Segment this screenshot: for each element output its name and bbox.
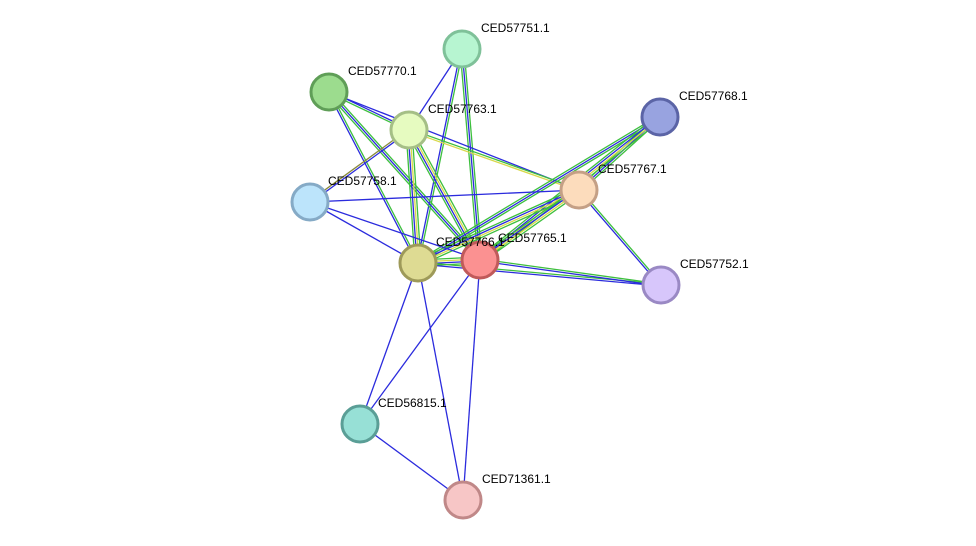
- node-label-ced71361-1: CED71361.1: [482, 472, 551, 486]
- edge-ced57770-1-ced57765-1: [327, 90, 482, 262]
- node-label-ced57763-1: CED57763.1: [428, 102, 497, 116]
- node-label-ced57758-1: CED57758.1: [328, 174, 397, 188]
- node-label-ced57770-1: CED57770.1: [348, 64, 417, 78]
- edge-line-yellow: [480, 190, 580, 262]
- node-label-ced57751-1: CED57751.1: [481, 21, 550, 35]
- edge-ced57763-1-ced57758-1: [309, 128, 410, 204]
- edge-line-green: [409, 128, 580, 190]
- edge-ced57758-1-ced57765-1: [309, 201, 481, 261]
- node-ced71361-1[interactable]: [443, 480, 483, 520]
- edge-ced57758-1-ced57766-1: [309, 201, 419, 264]
- edges-layer: [309, 48, 663, 501]
- edge-ced57765-1-ced56815-1: [359, 259, 481, 425]
- edge-line-green: [418, 49, 464, 264]
- node-ced57758-1[interactable]: [290, 182, 330, 222]
- node-ced57766-1[interactable]: [398, 243, 438, 283]
- edge-line-blue: [407, 130, 418, 264]
- node-ced57751-1[interactable]: [442, 29, 482, 69]
- edge-line-olive: [309, 128, 409, 202]
- edge-line-green: [481, 191, 582, 263]
- edge-line-blue: [462, 259, 481, 501]
- edge-line-yellow: [409, 129, 482, 260]
- node-ced56815-1[interactable]: [340, 404, 380, 444]
- edge-line-blue: [359, 423, 464, 501]
- edge-line-green: [416, 114, 660, 262]
- node-label-ced57767-1: CED57767.1: [598, 162, 667, 176]
- node-label-ced57752-1: CED57752.1: [680, 257, 749, 271]
- node-ced57767-1[interactable]: [559, 170, 599, 210]
- nodes-layer: [290, 29, 681, 520]
- edge-ced57767-1-ced57758-1: [309, 189, 580, 203]
- edge-line-yellow: [418, 190, 580, 265]
- node-ced57763-1[interactable]: [389, 110, 429, 150]
- node-ced57768-1[interactable]: [640, 97, 680, 137]
- edge-line-blue: [417, 263, 661, 287]
- edge-line-green: [477, 187, 578, 259]
- edge-line-green: [579, 188, 663, 285]
- edge-ced57766-1-ced71361-1: [417, 262, 464, 501]
- edge-ced57767-1-ced57752-1: [577, 188, 663, 287]
- edge-ced57766-1-ced57752-1: [417, 261, 662, 287]
- edge-line-blue: [310, 130, 410, 204]
- edge-line-green: [418, 192, 581, 267]
- edge-line-blue: [309, 189, 580, 203]
- edge-line-green: [411, 129, 422, 263]
- edge-line-green: [459, 49, 479, 261]
- edge-line-green: [411, 128, 484, 259]
- edge-line-green: [405, 130, 416, 264]
- node-ced57770-1[interactable]: [309, 72, 349, 112]
- edge-line-blue: [328, 91, 481, 261]
- edge-line-blue: [417, 262, 464, 501]
- node-label-ced57768-1: CED57768.1: [679, 89, 748, 103]
- edge-line-blue: [359, 262, 419, 425]
- node-label-ced57766-1: CED57766.1: [436, 235, 505, 249]
- edge-ced57765-1-ced57752-1: [479, 258, 662, 287]
- edge-line-blue: [417, 188, 579, 263]
- edge-ced57766-1-ced56815-1: [359, 262, 419, 425]
- node-label-ced57765-1: CED57765.1: [498, 231, 567, 245]
- edge-line-green: [330, 90, 482, 260]
- edge-line-blue: [416, 48, 462, 263]
- node-ced57765-1[interactable]: [460, 240, 500, 280]
- edge-ced57763-1-ced57766-1: [405, 129, 422, 264]
- edge-line-yellow: [409, 129, 420, 263]
- edge-line-blue: [479, 260, 661, 287]
- edge-line-blue: [359, 259, 481, 425]
- edge-line-green: [327, 92, 479, 262]
- edge-ced57751-1-ced57766-1: [416, 48, 464, 264]
- edge-line-blue: [577, 190, 661, 287]
- edge-ced57767-1-ced57765-1: [477, 187, 582, 263]
- edge-line-blue: [309, 201, 481, 261]
- node-ced57752-1[interactable]: [641, 265, 681, 305]
- edge-line-blue: [309, 201, 419, 264]
- edge-line-blue: [327, 92, 418, 264]
- node-label-ced56815-1: CED56815.1: [378, 396, 447, 410]
- edge-ced57765-1-ced71361-1: [462, 259, 481, 501]
- edge-line-blue: [417, 116, 661, 264]
- edge-line-green: [480, 258, 662, 285]
- edge-line-blue: [479, 188, 579, 260]
- edge-ced56815-1-ced71361-1: [359, 423, 464, 501]
